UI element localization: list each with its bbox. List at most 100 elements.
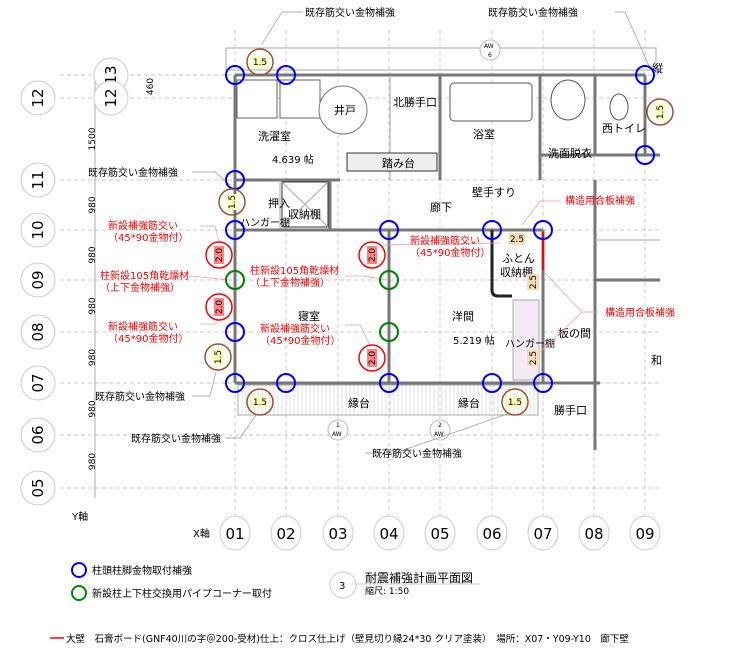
existing-brace-marker xyxy=(246,48,274,76)
dimension-label: 1500 xyxy=(88,127,98,150)
note-plywood-1: 構造用合板補強 xyxy=(565,194,635,207)
well-label: 井戸 xyxy=(334,103,356,117)
new-brace-value-bg xyxy=(367,349,377,367)
existing-brace-value-bg xyxy=(252,56,268,68)
veranda-1: 縁台 xyxy=(348,396,370,410)
y-axis-tick: 07 xyxy=(29,373,47,392)
column-base-reinforce-marker xyxy=(635,65,655,85)
column-base-reinforce-marker xyxy=(482,220,502,240)
existing-brace-value: 1.5 xyxy=(253,398,267,408)
note-new-column-2: 柱新設105角乾燥材 xyxy=(250,264,339,277)
column-base-reinforce-marker xyxy=(482,373,502,393)
existing-brace-marker xyxy=(246,388,274,416)
column-base-reinforce-marker xyxy=(533,373,553,393)
step-label: 踏み台 xyxy=(382,156,415,170)
existing-brace-value-bg xyxy=(212,349,224,365)
note-new-column-1-sub: （上下金物補強） xyxy=(100,281,180,294)
existing-brace-marker xyxy=(646,98,674,126)
room-wood: 板の間 xyxy=(558,326,591,340)
room-washroom: 洗面脱衣 xyxy=(548,146,592,160)
legend-blue-text: 柱頭柱脚金物取付補強 xyxy=(92,564,192,577)
existing-brace-marker xyxy=(501,388,529,416)
y-axis-bubble xyxy=(20,470,56,506)
aw6-tag: AW xyxy=(484,43,494,50)
note-existing-brace-5: 既存筋交い金物補強 xyxy=(131,432,221,445)
existing-brace-value-bg xyxy=(226,194,238,210)
y-axis-label: Y軸 xyxy=(71,510,88,523)
existing-brace-value-bg xyxy=(252,396,268,408)
room-labels: 洗濯室 4.639 帖 井戸 北勝手口 浴室 西トイレ 洗面脱衣 踏み台 押入 … xyxy=(240,39,663,441)
note-new-brace-3: 新設補強筋交い xyxy=(260,322,330,335)
new-brace-marker xyxy=(358,344,386,372)
aw2-tag: AW xyxy=(434,431,444,438)
column-base-reinforce-marker xyxy=(225,220,245,240)
dimension-label: 980 xyxy=(88,453,98,470)
note-existing-brace-6: 既存筋交い金物補強 xyxy=(372,447,462,460)
column-base-reinforce-marker xyxy=(225,65,245,85)
y-axis-bubble xyxy=(20,212,56,248)
dimension-label: 980 xyxy=(88,246,98,263)
new-brace-value-bg xyxy=(367,246,377,264)
column-base-reinforce-marker xyxy=(379,220,399,240)
closet-label: 押入 xyxy=(268,196,290,210)
note-new-brace-2-sub: （45*90金物付） xyxy=(108,332,188,345)
legend: 柱頭柱脚金物取付補強 新設柱上下柱交換用パイプコーナー取付 大壁 石膏ボード(G… xyxy=(50,562,629,645)
room-bath: 浴室 xyxy=(473,127,495,141)
existing-brace-value: 1.5 xyxy=(228,195,238,209)
note-new-brace-4-sub: （45*90金物付） xyxy=(410,246,490,259)
title-block: 3 耐震補強計画平面図 縮尺: 1:50 xyxy=(329,570,480,599)
x-axis-tick: 08 xyxy=(584,525,603,543)
x-axis-bubble xyxy=(527,515,559,551)
x-axis-tick: 07 xyxy=(533,525,552,543)
x-axis-bubble xyxy=(373,515,405,551)
x-axis-bubble xyxy=(322,515,354,551)
new-brace-value: 2.0 xyxy=(215,248,225,263)
x-axis-tick: 09 xyxy=(635,525,654,543)
y-axis-tick: 08 xyxy=(29,322,47,341)
legend-green-circle-icon xyxy=(71,585,87,601)
y-axis-tick: 06 xyxy=(29,425,47,444)
x-axis-label: X軸 xyxy=(193,527,210,540)
futon-label: ふとん xyxy=(502,252,535,265)
column-base-reinforce-marker xyxy=(533,220,553,240)
existing-brace-marker xyxy=(218,188,246,216)
north-door-label: 北勝手口 xyxy=(393,95,437,109)
x-axis-bubble xyxy=(424,515,456,551)
existing-brace-value: 1.5 xyxy=(214,350,224,364)
plywood-value-bg xyxy=(527,274,539,290)
y-axis-bubble xyxy=(20,80,56,116)
y-axis-tick: 11 xyxy=(29,170,47,189)
x-axis-tick: 03 xyxy=(328,525,347,543)
note-new-brace-1-sub: （45*90金物付） xyxy=(108,231,188,244)
western-area: 5.219 帖 xyxy=(453,334,495,347)
existing-brace-value-bg xyxy=(654,104,666,120)
x-axis-bubble xyxy=(578,515,610,551)
x-axis-tick: 02 xyxy=(276,525,295,543)
room-japanese: 和 xyxy=(651,354,662,367)
walls xyxy=(225,47,660,450)
existing-brace-value: 1.5 xyxy=(508,398,522,408)
plywood-value: 2.5 xyxy=(529,275,539,289)
new-brace-value-bg xyxy=(214,298,224,316)
x-axis-tick: 06 xyxy=(482,525,501,543)
note-existing-brace-4: 既存筋交い金物補強 xyxy=(95,390,185,403)
plywood-value-bg xyxy=(527,350,539,366)
legend-red-text: 大壁 石膏ボード(GNF40川の字＠200-受材)仕上：クロス仕上げ（壁見切り縁… xyxy=(66,633,629,645)
drawing-title: 耐震補強計画平面図 xyxy=(365,570,473,585)
existing-brace-value: 1.5 xyxy=(253,58,267,68)
existing-brace-value-bg xyxy=(507,396,523,408)
note-existing-brace-1: 既存筋交い金物補強 xyxy=(305,6,395,19)
new-brace-value: 2.0 xyxy=(215,300,225,315)
legend-blue-circle-icon xyxy=(71,562,87,578)
x-axis-bubble xyxy=(270,515,302,551)
note-new-brace-4: 新設補強筋交い xyxy=(410,234,480,247)
legend-green-text: 新設柱上下柱交換用パイプコーナー取付 xyxy=(92,587,272,600)
new-column-marker xyxy=(379,270,399,290)
aw6-num: 6 xyxy=(488,52,492,59)
y-axis-tick: 10 xyxy=(29,220,47,239)
downspout-label: 縦 xyxy=(652,62,663,75)
note-existing-brace-3: 既存筋交い金物補強 xyxy=(88,166,178,179)
